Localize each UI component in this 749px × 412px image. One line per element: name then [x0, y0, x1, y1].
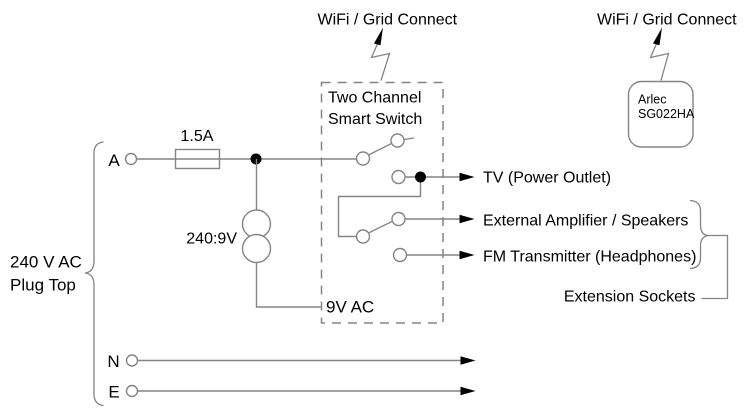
terminal-e-label: E [108, 383, 119, 402]
terminal-e-circle [125, 384, 139, 398]
terminal-a-label: A [108, 151, 120, 170]
wifi-label-left: WiFi / Grid Connect [318, 12, 458, 29]
switch1-common-contact [355, 151, 371, 166]
plug-label-line2: Plug Top [10, 276, 76, 295]
wifi-bolt-left-arrowhead-icon [374, 27, 383, 46]
smart-switch-label-line2: Smart Switch [328, 111, 422, 128]
hub-model-label: SG022HA [638, 107, 695, 121]
extension-label: Extension Sockets [564, 289, 696, 306]
secondary-voltage-label: 9V AC [326, 298, 374, 317]
transformer-secondary-lead [255, 262, 322, 308]
terminal-a-circle [124, 152, 138, 166]
wifi-bolt-right-arrowhead-icon [653, 27, 662, 46]
terminal-n-label: N [107, 352, 119, 371]
hub-brand-label: Arlec [638, 93, 666, 107]
switch1-arm-stub [403, 137, 415, 141]
switch2-arm [368, 220, 393, 234]
switch1-output-contact [391, 169, 406, 185]
smart-switch-label-line1: Two Channel [328, 90, 421, 107]
fm-label: FM Transmitter (Headphones) [483, 249, 696, 266]
fm-arrow [459, 250, 475, 260]
amplifier-label: External Amplifier / Speakers [483, 213, 688, 230]
transformer-secondary-coil [241, 233, 272, 264]
switch1-open-contact [390, 133, 405, 148]
plug-brace [84, 141, 104, 407]
switch1-arm [368, 142, 392, 156]
hub-box [627, 80, 694, 148]
tv-junction-dot [415, 171, 426, 183]
tv-arrow [459, 172, 475, 182]
amplifier-arrow [459, 214, 475, 224]
plug-label-line1: 240 V AC [10, 253, 82, 272]
smart-switch-box [320, 81, 444, 324]
earth-arrow [460, 386, 476, 396]
terminal-n-circle [125, 354, 139, 367]
switch2-fm-contact [392, 247, 408, 263]
channel2-feed-wire [337, 182, 422, 238]
switch2-amp-contact [391, 211, 406, 227]
wifi-bolt-right-icon [649, 41, 670, 81]
neutral-arrow [460, 356, 476, 365]
switch2-common-contact [355, 229, 371, 244]
wifi-label-right: WiFi / Grid Connect [597, 12, 737, 29]
wifi-bolt-left-icon [370, 41, 391, 81]
transformer-label: 240:9V [186, 231, 237, 248]
fuse-symbol [174, 148, 221, 170]
tv-label: TV (Power Outlet) [483, 170, 611, 187]
extension-wire [701, 234, 729, 300]
fuse-label: 1.5A [181, 128, 214, 145]
